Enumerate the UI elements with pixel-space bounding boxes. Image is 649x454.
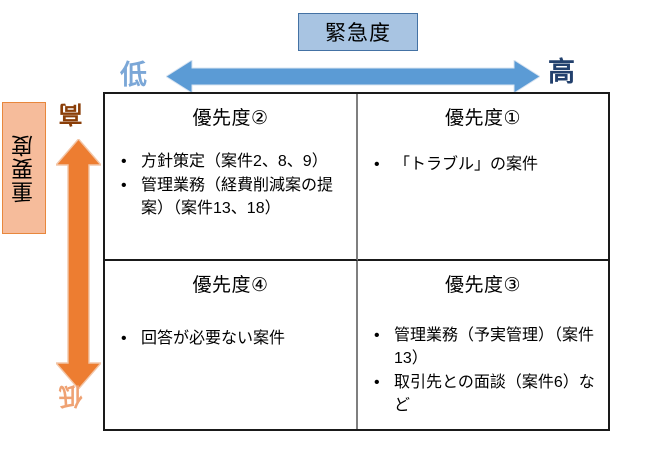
importance-axis-label-box: 重要度: [2, 102, 46, 234]
quadrant-bottom-right: 優先度③ 管理業務（予実管理）（案件13） 取引先との面談（案件6）など: [358, 261, 608, 429]
list-item: 回答が必要ない案件: [105, 327, 356, 350]
quadrant-top-left-list: 方針策定（案件2、8、9） 管理業務（経費削減案の提案）（案件13、18）: [105, 150, 356, 220]
list-item: 管理業務（経費削減案の提案）（案件13、18）: [105, 174, 356, 220]
quadrant-bottom-right-list: 管理業務（予実管理）（案件13） 取引先との面談（案件6）など: [358, 324, 608, 417]
horizontal-axis: 低 高: [120, 55, 620, 99]
list-item: 管理業務（予実管理）（案件13）: [358, 324, 608, 370]
importance-axis-label-text: 重要度: [11, 133, 36, 203]
horizontal-axis-low-label: 低: [120, 60, 147, 90]
quadrant-top-right-title: 優先度①: [444, 108, 522, 129]
quadrant-bottom-right-title: 優先度③: [444, 275, 522, 296]
quadrant-bottom-left-title: 優先度④: [192, 275, 269, 296]
quadrant-bottom-left-list: 回答が必要ない案件: [105, 327, 356, 350]
list-item: 方針策定（案件2、8、9）: [105, 150, 356, 173]
quadrant-top-right: 優先度① 「トラブル」の案件: [358, 94, 608, 261]
quadrant-top-right-list: 「トラブル」の案件: [358, 153, 608, 176]
vertical-double-arrow-icon: [56, 139, 101, 389]
list-item: 「トラブル」の案件: [358, 153, 608, 176]
quadrant-top-left: 優先度② 方針策定（案件2、8、9） 管理業務（経費削減案の提案）（案件13、1…: [105, 94, 358, 261]
horizontal-axis-high-label: 高: [548, 57, 575, 87]
quadrant-top-left-title: 優先度②: [192, 108, 269, 129]
vertical-axis-low-label: 低: [60, 385, 87, 409]
urgency-axis-label-text: 緊急度: [325, 22, 391, 45]
vertical-axis-high-label: 高: [60, 103, 87, 127]
list-item: 取引先との面談（案件6）など: [358, 371, 608, 417]
quadrant-bottom-left: 優先度④ 回答が必要ない案件: [105, 261, 358, 429]
horizontal-double-arrow-icon: [166, 60, 540, 93]
priority-matrix: 優先度② 方針策定（案件2、8、9） 管理業務（経費削減案の提案）（案件13、1…: [103, 92, 610, 431]
vertical-axis: 高 低: [18, 95, 108, 435]
urgency-axis-label-box: 緊急度: [298, 13, 418, 51]
